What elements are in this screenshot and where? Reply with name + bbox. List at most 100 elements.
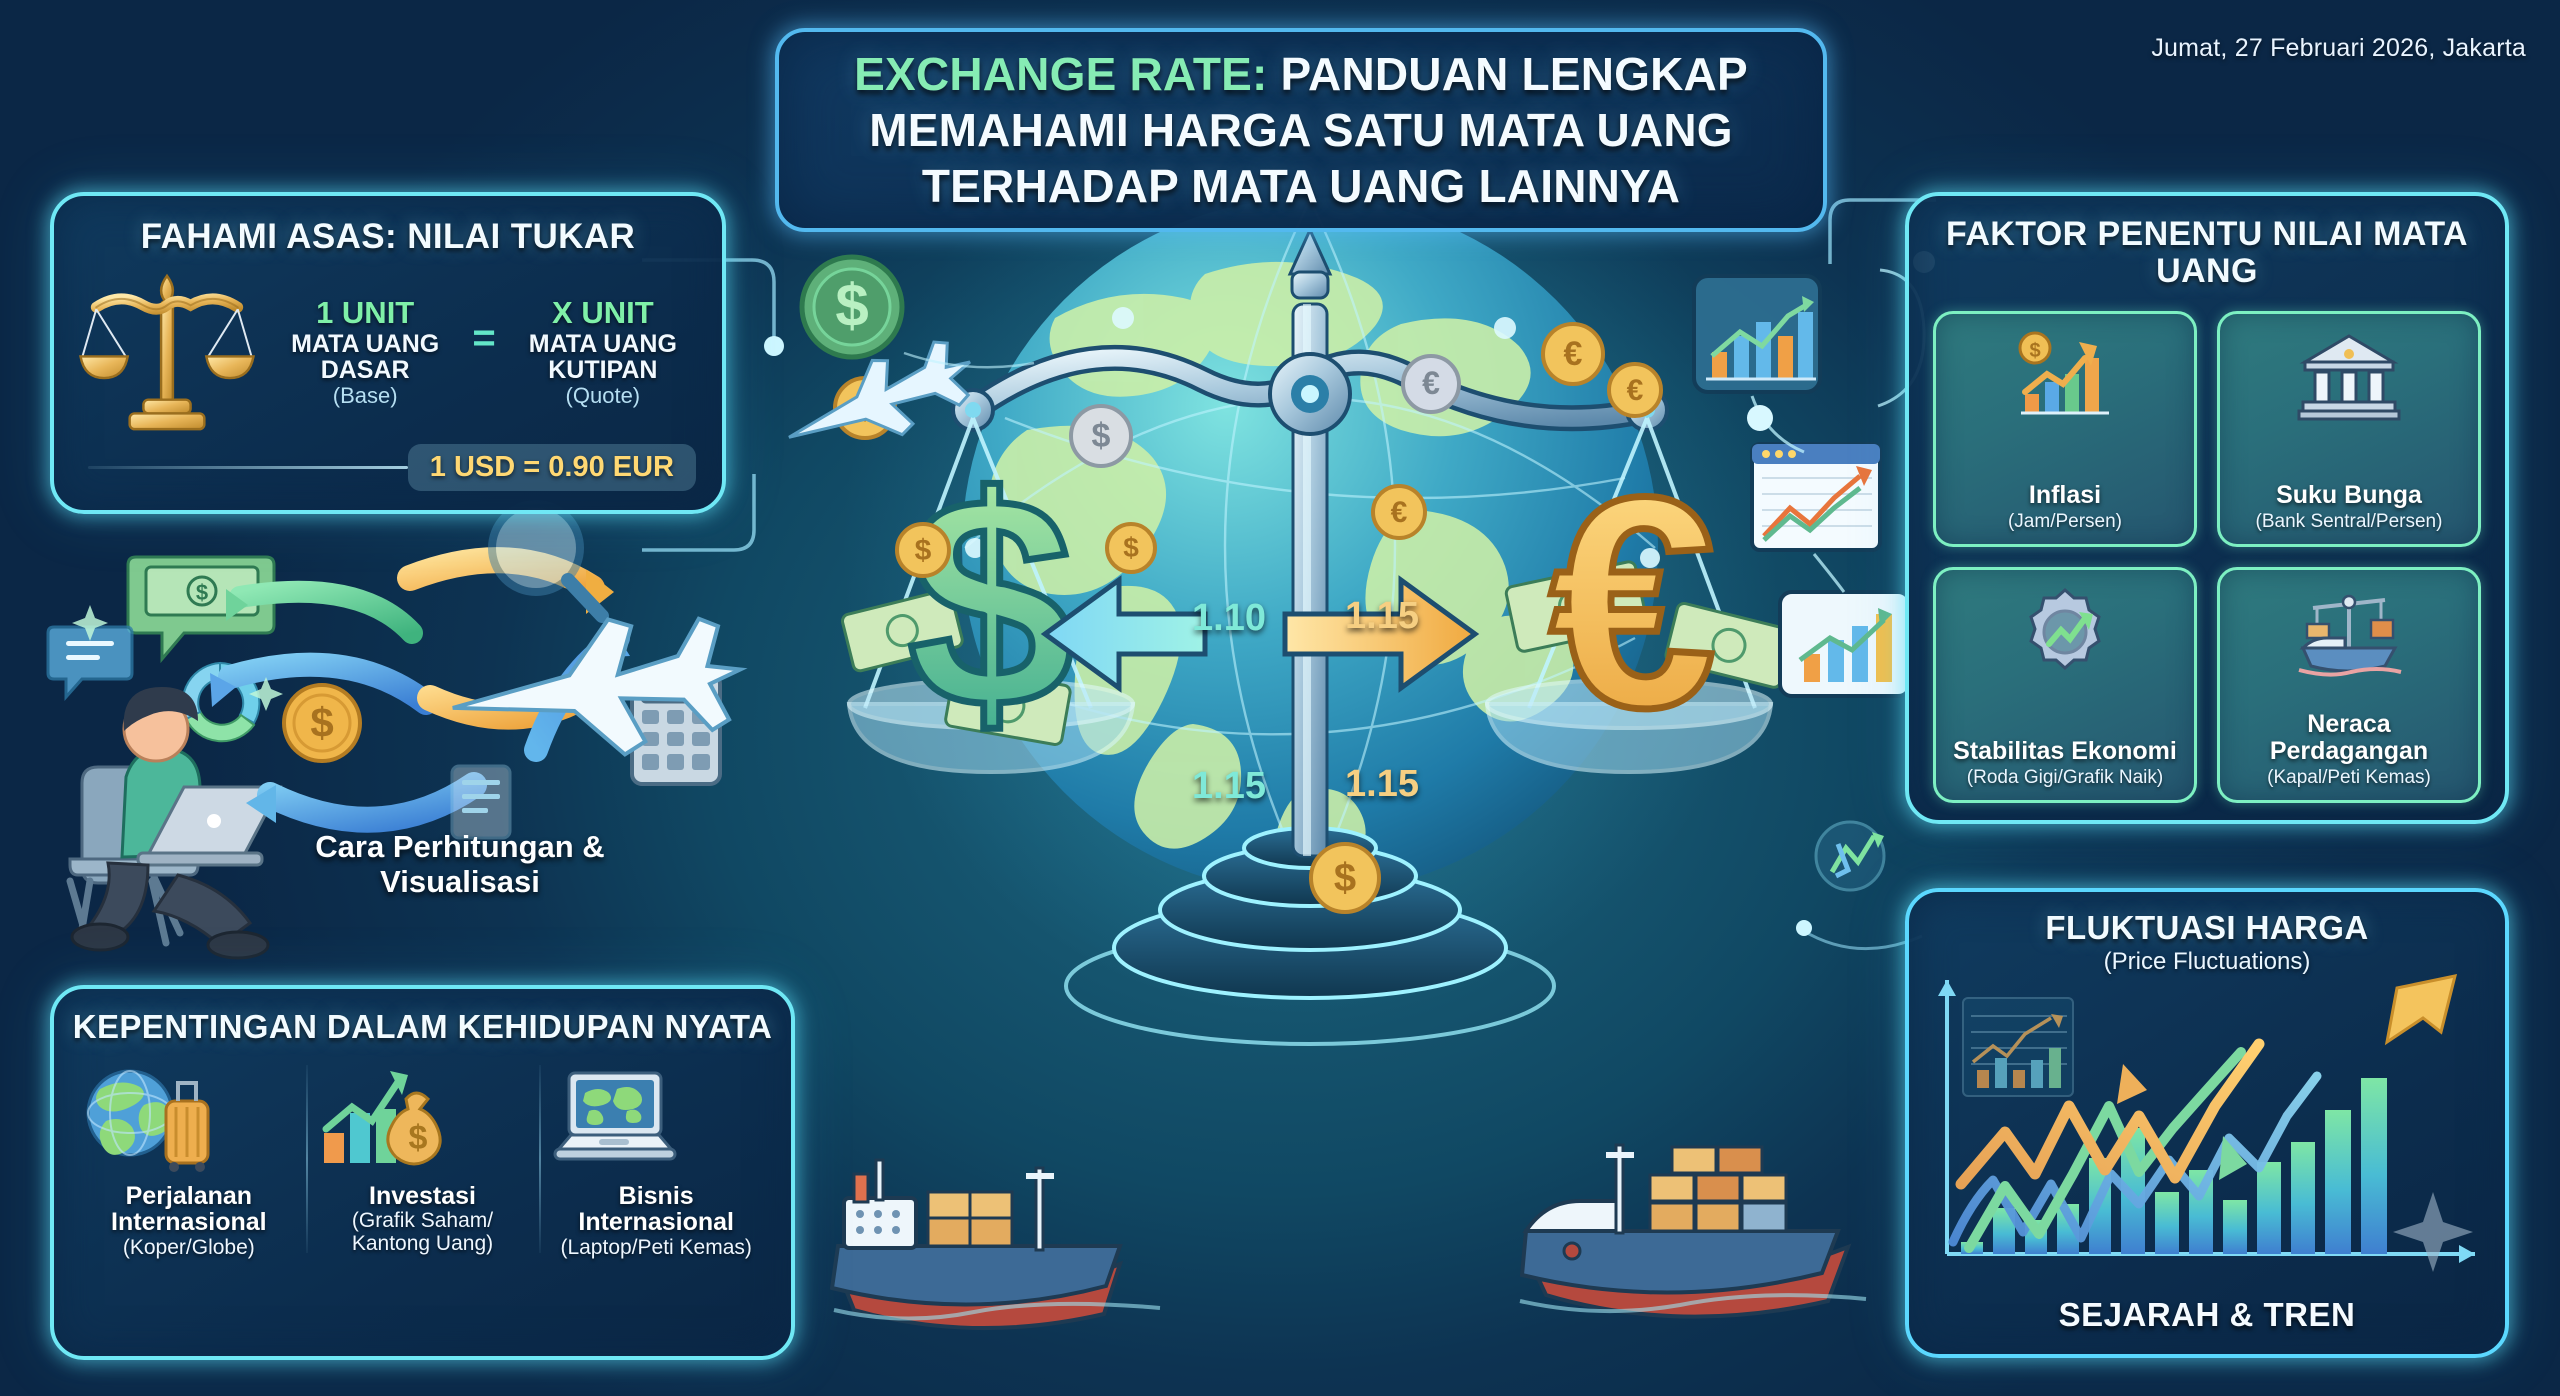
banknote-icons [840, 560, 1794, 746]
fluctuation-panel-subtitle: (Price Fluctuations) [2103, 947, 2311, 975]
factor-name: Neraca Perdagangan [2269, 709, 2429, 765]
neon-connector-left [642, 258, 784, 552]
balance-scales-icon [79, 273, 255, 431]
svg-text:$: $ [835, 272, 868, 339]
title-banner: EXCHANGE RATE: PANDUAN LENGKAP MEMAHAMI … [775, 28, 1827, 232]
bank-building-icon [2297, 334, 2401, 421]
fluctuation-panel-footer: SEJARAH & TREN [2058, 1296, 2356, 1333]
bar-chart-card-icon-2 [1778, 590, 1912, 698]
green-trend-line [1964, 1047, 2246, 1253]
blue-flow-arrow [218, 652, 438, 715]
fluctuation-panel-title: FLUKTUASI HARGA [2045, 909, 2369, 946]
blue-trend-line [1948, 1071, 2322, 1247]
green-dollar-coin-icon: $ [799, 254, 905, 360]
life-item-bisnis[interactable]: Bisnis Internasional (Laptop/Peti Kemas) [539, 1055, 773, 1259]
base-currency-block: 1 UNIT MATA UANG DASAR (Base) [268, 295, 462, 410]
main-uptrend-arrowhead [2384, 974, 2458, 1046]
divider-line [88, 465, 408, 469]
document-icon [450, 764, 512, 840]
coin-plane-cluster: $ [788, 254, 1035, 439]
rate-formula: 1 UNIT MATA UANG DASAR (Base) = X UNIT M… [268, 295, 700, 410]
blue-return-arrow [257, 772, 487, 833]
rate-value-bottom-right: 1.15 [1345, 763, 1419, 805]
sparkle-icon [2393, 1192, 2473, 1272]
life-item-name: Bisnis Internasional [578, 1181, 734, 1237]
basics-panel: FAHAMI ASAS: NILAI TUKAR 1 UNIT M [50, 192, 726, 514]
page-title: EXCHANGE RATE: PANDUAN LENGKAP MEMAHAMI … [779, 46, 1823, 214]
banknote-bubble-icon: $ [126, 555, 276, 664]
factor-name: Stabilitas Ekonomi [1953, 736, 2177, 765]
factor-sub: (Roda Gigi/Grafik Naik) [1966, 766, 2164, 788]
quote-name-label: MATA UANG KUTIPAN [528, 329, 677, 384]
base-name-label: MATA UANG DASAR [291, 329, 440, 384]
scale-pan-euro [1484, 678, 1774, 775]
person-with-laptop-icon [66, 687, 283, 960]
person-laptop-currency-flow-illustration: $ [46, 555, 487, 960]
gold-coin-icon: $ [282, 683, 362, 763]
life-item-perjalanan[interactable]: Perjalanan Internasional (Koper/Globe) [72, 1055, 306, 1259]
svg-text:$: $ [1092, 417, 1111, 455]
real-life-panel: KEPENTINGAN DALAM KEHIDUPAN NYATA [50, 985, 795, 1360]
airplane-icon [788, 340, 971, 439]
factor-sub: (Jam/Persen) [2007, 510, 2123, 532]
center-caption: Cara Perhitungan & Visualisasi [315, 829, 605, 899]
exchange-double-arrow [1040, 575, 1480, 693]
life-item-name: Perjalanan Internasional [111, 1181, 267, 1237]
svg-text:€: € [1627, 374, 1644, 407]
svg-text:$: $ [915, 534, 932, 567]
globe-suitcase-icon [86, 1069, 210, 1172]
dollar-symbol: $ [908, 434, 1075, 770]
browser-chart-card-icon [1750, 442, 1882, 552]
life-item-sub: (Grafik Saham/ Kantong Uang) [351, 1209, 494, 1256]
euro-symbol: € [1550, 434, 1717, 770]
factor-card-stabilitas-ekonomi[interactable]: Stabilitas Ekonomi (Roda Gigi/Grafik Nai… [1933, 567, 2197, 804]
cargo-ship-left-icon [829, 1158, 1161, 1330]
svg-text:€: € [1391, 496, 1408, 529]
svg-text:€: € [1564, 335, 1583, 373]
real-life-grid: Perjalanan Internasional (Koper/Globe) $… [54, 1045, 791, 1259]
factor-sub: (Bank Sentral/Persen) [2255, 510, 2443, 532]
equals-sign: = [472, 316, 496, 361]
factor-card-neraca-perdagangan[interactable]: Neraca Perdagangan (Kapal/Peti Kemas) [2217, 567, 2481, 804]
fluctuation-panel: FLUKTUASI HARGA (Price Fluctuations) [1905, 888, 2509, 1358]
rising-bar-chart-coin-icon: $ [2018, 331, 2109, 415]
price-fluctuation-chart [1938, 974, 2475, 1272]
life-item-investasi[interactable]: $ Investasi (Grafik Saham/ Kantong Uang) [305, 1055, 540, 1259]
inset-mini-chart [1962, 997, 2074, 1097]
svg-text:€: € [1422, 365, 1440, 401]
bar-chart-card-icon [1692, 274, 1822, 394]
life-item-sub: (Laptop/Peti Kemas) [560, 1235, 752, 1259]
quote-sub-label: (Quote) [565, 383, 641, 409]
message-bubble-icon [46, 625, 134, 701]
airplane-large-icon [452, 616, 748, 757]
factor-card-inflasi[interactable]: $ Inflasi (Jam/Persen) [1933, 311, 2197, 548]
example-rate-badge: 1 USD = 0.90 EUR [407, 443, 696, 491]
rate-value-top-left: 1.10 [1192, 597, 1266, 639]
cargo-ship-crane-icon [2298, 595, 2402, 677]
chart-money-bag-icon: $ [322, 1070, 442, 1166]
factor-card-suku-bunga[interactable]: Suku Bunga (Bank Sentral/Persen) [2217, 311, 2481, 548]
factors-grid: $ Inflasi (Jam/Persen) [1909, 289, 2505, 804]
factors-panel-title: FAKTOR PENENTU NILAI MATA UANG [1946, 215, 2468, 290]
base-unit-label: 1 UNIT [316, 294, 415, 330]
neon-connector-right [1828, 198, 1936, 264]
globe-scale-illustration: $ € $ $ $ $ € € € € $ [805, 78, 1815, 1128]
title-accent: EXCHANGE RATE: [854, 47, 1268, 100]
svg-text:$: $ [310, 699, 333, 746]
real-life-panel-title: KEPENTINGAN DALAM KEHIDUPAN NYATA [72, 1008, 773, 1045]
example-rate-row: 1 USD = 0.90 EUR [54, 438, 722, 491]
title-rest: PANDUAN LENGKAP MEMAHAMI HARGA SATU MATA… [869, 47, 1748, 213]
date-location-stamp: Jumat, 27 Februari 2026, Jakarta [2151, 34, 2526, 62]
base-sub-label: (Base) [332, 383, 398, 409]
svg-text:$: $ [408, 1119, 427, 1157]
rate-value-bottom-left: 1.15 [1192, 765, 1266, 807]
factor-name: Suku Bunga [2276, 480, 2422, 509]
laptop-world-icon [553, 1071, 677, 1161]
svg-text:$: $ [1334, 856, 1356, 900]
svg-text:$: $ [2029, 340, 2040, 362]
factor-sub: (Kapal/Peti Kemas) [2267, 766, 2431, 788]
life-item-sub: (Koper/Globe) [122, 1235, 255, 1259]
gear-uptrend-icon [2029, 588, 2101, 671]
svg-text:$: $ [1123, 532, 1139, 563]
